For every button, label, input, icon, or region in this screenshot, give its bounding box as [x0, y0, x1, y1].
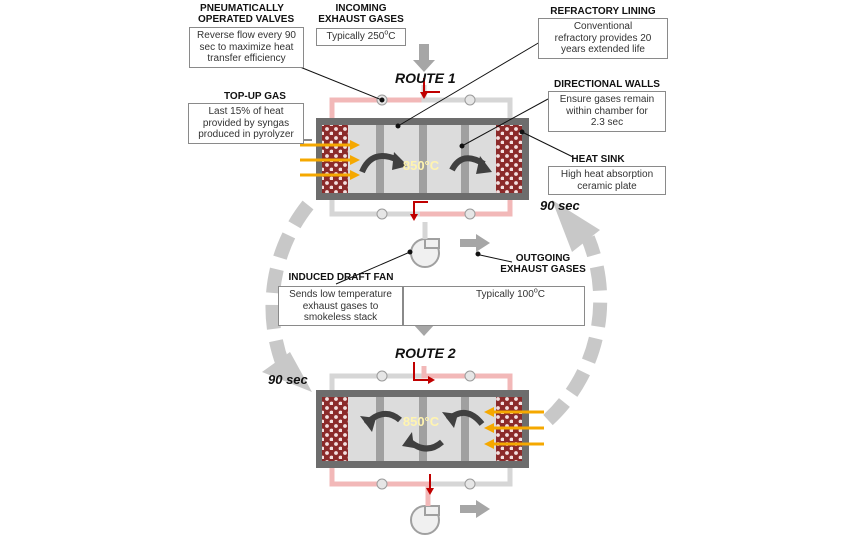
- unit-route-1: 850°C: [300, 78, 529, 221]
- directional-walls-note: Ensure gases remain within chamber for 2…: [548, 91, 666, 132]
- temp-value: Typically 250: [326, 31, 385, 42]
- temp-unit: C: [388, 31, 396, 42]
- title-line: OUTGOING: [515, 253, 571, 264]
- degree-mark: o: [384, 29, 389, 37]
- title-line: PNEUMATICALLY: [200, 3, 284, 14]
- note-line: refractory provides 20: [554, 32, 652, 44]
- route-2-label: ROUTE 2: [395, 345, 456, 361]
- note-line: within chamber for: [566, 105, 648, 117]
- top-up-gas-title: TOP-UP GAS: [224, 91, 286, 102]
- title-line: OPERATED VALVES: [198, 14, 295, 25]
- valve: [464, 370, 476, 382]
- refractory-lining-note: Conventional refractory provides 20 year…: [538, 18, 668, 59]
- heat-sink-note: High heat absorption ceramic plate: [548, 166, 666, 195]
- directional-walls-title: DIRECTIONAL WALLS: [554, 79, 660, 90]
- outgoing-gases-title: OUTGOING EXHAUST GASES: [498, 253, 588, 275]
- incoming-gases-note: Typically 250oC: [316, 28, 406, 46]
- cycle-arrows: [262, 200, 608, 426]
- degree-mark: o: [533, 287, 538, 295]
- note-line: Reverse flow every 90: [197, 30, 296, 41]
- note-line: Last 15% of heat: [208, 106, 284, 117]
- note-line: Ensure gases remain: [559, 94, 655, 105]
- note-line: transfer efficiency: [207, 53, 286, 64]
- title-line: INCOMING: [335, 3, 387, 14]
- pneumatic-valves-note: Reverse flow every 90 sec to maximize he…: [189, 27, 304, 68]
- valve: [464, 94, 476, 106]
- directional-wall: [419, 397, 427, 461]
- note-line: Conventional: [573, 21, 633, 32]
- refractory-lining-title: REFRACTORY LINING: [550, 6, 656, 17]
- directional-wall: [419, 125, 427, 193]
- valve: [464, 208, 476, 220]
- flow-arrow: [413, 201, 428, 218]
- timer-left: 90 sec: [268, 372, 308, 387]
- cycle-arrow-left: [265, 200, 314, 373]
- chamber-temperature: 850°C: [403, 414, 440, 429]
- top-up-gas-arrows: [484, 407, 544, 449]
- unit-route-2: 850°C: [316, 362, 544, 498]
- incoming-gas-arrow: [413, 44, 435, 72]
- pneumatic-valves-title: PNEUMATICALLY OPERATED VALVES: [198, 3, 295, 25]
- chamber-temperature: 850°C: [403, 158, 440, 173]
- incoming-gases-title: INCOMING EXHAUST GASES: [318, 3, 404, 25]
- top-up-gas-arrows: [300, 140, 360, 180]
- induced-draft-fan-top: [410, 222, 440, 268]
- directional-wall: [376, 397, 384, 461]
- route-1-label: ROUTE 1: [395, 70, 456, 86]
- note-line: provided by syngas: [202, 117, 290, 129]
- note-line: Sends low temperature: [289, 289, 392, 300]
- valve: [376, 478, 388, 490]
- outgoing-gases-note: Typically 100oC: [403, 286, 585, 326]
- directional-wall: [461, 397, 469, 461]
- note-line: produced in pyrolyzer: [198, 129, 294, 140]
- timer-right: 90 sec: [540, 198, 580, 213]
- leader-lines: [288, 41, 574, 285]
- valve: [376, 208, 388, 220]
- hot-pipe-bottom: [420, 200, 513, 217]
- heat-sink-title: HEAT SINK: [571, 154, 625, 165]
- heat-sink-left: [322, 397, 348, 461]
- cycle-arrowhead-left: [262, 352, 312, 392]
- note-line: sec to maximize heat: [199, 41, 294, 53]
- title-line: EXHAUST GASES: [500, 264, 586, 275]
- induced-draft-fan-title: INDUCED DRAFT FAN: [288, 272, 394, 283]
- top-up-gas-note: Last 15% of heat provided by syngas prod…: [188, 103, 304, 144]
- induced-draft-fan-note: Sends low temperature exhaust gases to s…: [278, 286, 403, 326]
- title-line: EXHAUST GASES: [318, 14, 404, 25]
- valve: [376, 370, 388, 382]
- heat-sink-right: [496, 125, 522, 193]
- note-line: years extended life: [561, 44, 645, 55]
- induced-draft-fan-bottom: [410, 496, 440, 535]
- note-line: ceramic plate: [577, 180, 637, 192]
- cycle-arrowhead-right: [552, 200, 600, 252]
- note-line: exhaust gases to: [302, 300, 379, 312]
- note-line: 2.3 sec: [590, 117, 624, 128]
- outgoing-gas-arrow: [460, 234, 490, 252]
- note-line: High heat absorption: [560, 169, 654, 180]
- flow-arrow: [413, 362, 430, 381]
- valve: [464, 478, 476, 490]
- temp-unit: C: [537, 289, 545, 300]
- temp-value: Typically 100: [476, 289, 534, 300]
- note-line: smokeless stack: [303, 312, 378, 323]
- outgoing-gas-arrow: [460, 500, 490, 518]
